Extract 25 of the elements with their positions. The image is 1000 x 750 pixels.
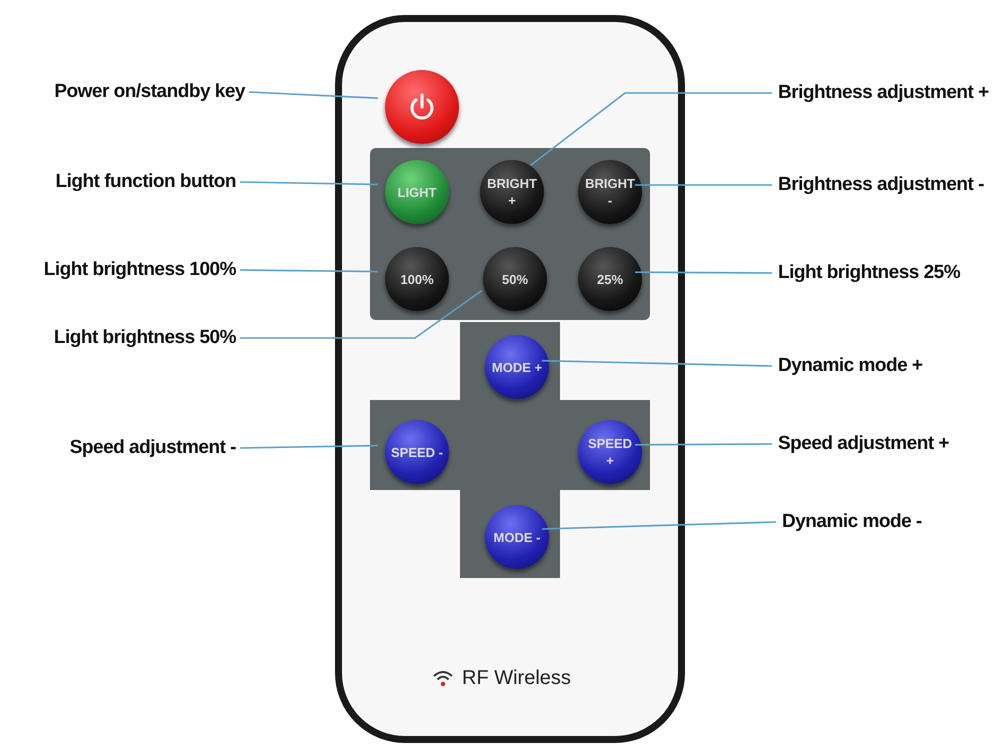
- leader-line: [240, 181, 378, 186]
- leader-line: [530, 92, 772, 166]
- power-button: [385, 70, 459, 144]
- callout-label: Dynamic mode +: [778, 352, 923, 380]
- callout-label: Dynamic mode -: [782, 508, 922, 536]
- leader-line: [635, 184, 772, 186]
- callout-label: Speed adjustment -: [70, 434, 236, 462]
- leader-line: [635, 271, 772, 274]
- callout-label: Light brightness 25%: [778, 259, 960, 287]
- callout-label: Speed adjustment +: [778, 430, 950, 458]
- leader-line: [542, 521, 776, 530]
- leader-line: [635, 443, 772, 446]
- callout-label: Power on/standby key: [54, 78, 245, 106]
- leader-line: [240, 444, 378, 449]
- remote-control-body: [335, 15, 685, 743]
- leader-line: [248, 91, 378, 99]
- callout-label: Brightness adjustment +: [778, 79, 989, 107]
- leader-line: [240, 269, 378, 272]
- callout-label: Brightness adjustment -: [778, 171, 984, 199]
- leader-line: [542, 360, 772, 367]
- leader-line: [240, 290, 482, 339]
- caption-text: RF Wireless: [462, 667, 571, 690]
- callout-label: Light brightness 100%: [44, 256, 236, 284]
- callout-label: Light brightness 50%: [54, 324, 236, 352]
- callout-label: Light function button: [56, 168, 236, 196]
